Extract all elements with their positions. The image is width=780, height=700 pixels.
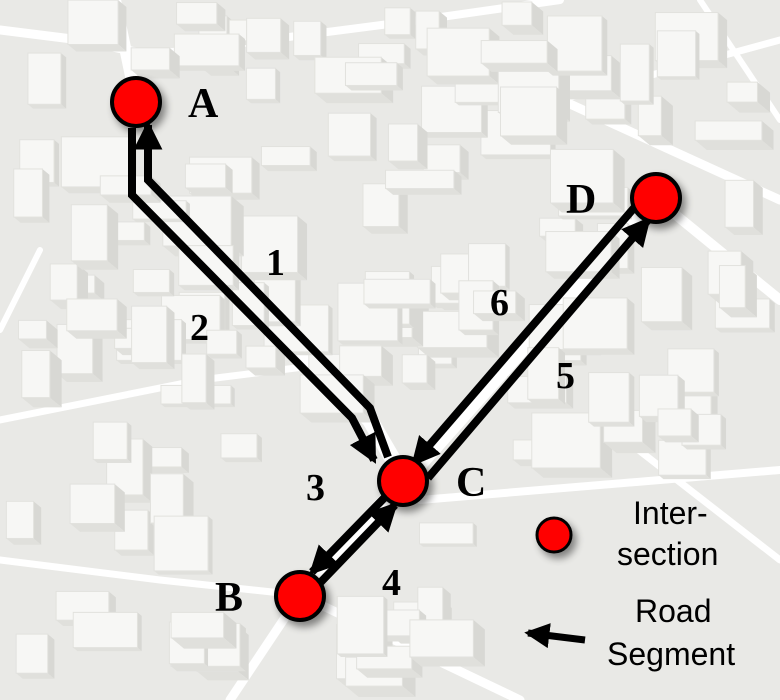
segment-label-1: 1 — [266, 242, 285, 284]
road-segment-6-arrow — [410, 205, 638, 467]
legend-intersection-icon — [535, 516, 573, 554]
segment-label-6: 6 — [490, 282, 509, 324]
road-segment-2-arrow — [128, 128, 378, 464]
road-segments — [128, 120, 652, 588]
road-segment-1-arrow — [133, 120, 392, 459]
segment-label-5: 5 — [556, 355, 575, 397]
node-label-c: C — [456, 460, 486, 506]
road-segment-5-arrow — [424, 216, 652, 481]
segment-label-3: 3 — [306, 467, 325, 509]
legend: Inter- section Road Segment — [524, 495, 735, 672]
legend-road-label-line2: Segment — [607, 636, 735, 672]
node-label-a: A — [188, 81, 219, 127]
node-label-d: D — [566, 177, 596, 223]
intersection-nodes — [110, 76, 682, 622]
road-segment-4-arrow — [315, 501, 398, 588]
segment-label-4: 4 — [382, 562, 401, 604]
legend-road-segment-arrow-icon — [524, 623, 586, 649]
intersection-node-d — [630, 172, 682, 224]
intersection-node-b — [274, 570, 326, 622]
building-blocks — [5, 0, 775, 698]
legend-intersection-label-line2: section — [617, 536, 718, 572]
node-label-b: B — [215, 575, 243, 621]
intersection-node-c — [377, 455, 429, 507]
intersection-node-a — [110, 76, 162, 128]
legend-intersection-label-line1: Inter- — [633, 495, 708, 531]
legend-road-label-line1: Road — [635, 593, 712, 629]
segment-label-2: 2 — [190, 307, 209, 349]
